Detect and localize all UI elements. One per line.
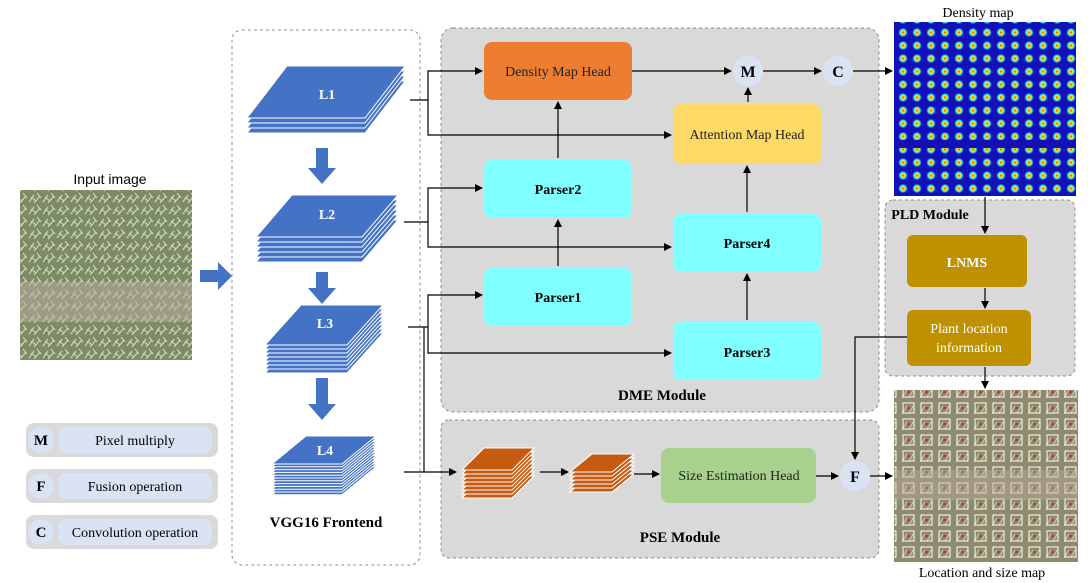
density-map-label: Density map <box>942 6 1013 21</box>
legend-symbol: F <box>36 479 45 495</box>
dme-module-title: DME Module <box>618 388 706 404</box>
fusion-op-label: F <box>850 469 860 486</box>
layer-l4 <box>270 435 378 496</box>
legend-symbol: C <box>36 525 47 541</box>
location-size-map-image <box>894 390 1078 562</box>
layer-l1 <box>245 65 407 134</box>
layer-l3-sheet <box>263 304 385 346</box>
legend-symbol-circle <box>28 427 54 453</box>
fusion-op-circle <box>840 461 870 491</box>
layer-l3-label: L3 <box>317 317 333 332</box>
parser4-label: Parser4 <box>724 237 771 252</box>
density-map-image <box>894 22 1076 196</box>
location-to-fusion-arrow <box>851 336 907 460</box>
input-arrow <box>200 262 232 290</box>
pse-feature-stack-small <box>568 453 636 493</box>
vgg16-frontend-title: VGG16 Frontend <box>270 515 383 531</box>
legend-text: Pixel multiply <box>95 434 175 449</box>
legend-text-box <box>58 519 212 545</box>
size-estimation-head-box <box>661 448 816 503</box>
pse-feature-stack-large <box>460 447 536 499</box>
lnms-box <box>907 235 1027 287</box>
l2-to-parser2-arrow <box>404 184 483 223</box>
plant-location-line1: Plant location <box>930 322 1007 337</box>
legend-text: Fusion operation <box>88 480 183 495</box>
conv-op-label: C <box>832 64 844 81</box>
density-map-gap <box>894 140 1076 148</box>
input-image <box>20 190 192 360</box>
legend-text-box <box>58 427 212 453</box>
down-arrow-l3-l4 <box>308 378 336 420</box>
plant-location-box <box>907 310 1031 366</box>
l1-to-density-head-arrow <box>410 67 483 101</box>
pse-stack-large-sheet <box>460 447 536 471</box>
parser1-box <box>484 268 632 326</box>
conv-op-circle <box>823 56 853 86</box>
multiply-op-circle <box>733 56 763 86</box>
density-map-head-box <box>484 42 632 100</box>
location-size-map-label: Location and size map <box>919 566 1045 581</box>
l2-to-parser4-arrow <box>427 222 672 251</box>
parser3-box <box>673 322 821 380</box>
parser2-label: Parser2 <box>535 183 582 198</box>
parser1-label: Parser1 <box>535 291 582 306</box>
layer-l1-sheet <box>245 65 407 119</box>
down-arrow-l1-l2 <box>308 148 336 184</box>
layer-l1-label: L1 <box>319 88 335 103</box>
pse-stack-small-sheet <box>568 453 636 473</box>
layer-l3 <box>263 304 385 374</box>
attention-map-head-label: Attention Map Head <box>689 128 804 143</box>
layer-l2 <box>254 194 400 263</box>
parser2-box <box>484 160 632 218</box>
input-image-soil-band <box>20 282 192 322</box>
legend-symbol-circle <box>28 519 54 545</box>
density-map-head-label: Density Map Head <box>505 65 611 80</box>
multiply-op-label: M <box>740 64 755 81</box>
location-size-map-soil-band <box>894 470 1078 500</box>
connectors <box>404 67 989 480</box>
layer-l2-sheet <box>254 194 400 238</box>
pse-module-title: PSE Module <box>640 530 721 546</box>
parser3-label: Parser3 <box>724 346 771 361</box>
parser4-box <box>673 214 821 272</box>
input-image-group: Input image <box>20 171 192 360</box>
l3-to-parser3-arrow <box>427 327 672 357</box>
legend-symbol: M <box>34 433 48 449</box>
lnms-label: LNMS <box>947 256 988 271</box>
legend-text: Convolution operation <box>72 526 198 541</box>
attention-map-head-box <box>673 104 821 164</box>
layer-l4-sheet <box>270 435 378 465</box>
layer-l2-label: L2 <box>319 208 335 223</box>
pld-module-title: PLD Module <box>891 208 968 223</box>
size-estimation-head-label: Size Estimation Head <box>678 469 799 484</box>
legend-text-box <box>58 473 212 499</box>
down-arrow-l2-l3 <box>308 272 336 304</box>
l1-to-attention-head-arrow <box>427 100 672 139</box>
plant-location-line2: information <box>936 341 1002 356</box>
l3-to-parser1-arrow <box>408 291 483 328</box>
legend-symbol-circle <box>28 473 54 499</box>
input-image-label: Input image <box>73 171 146 187</box>
layer-l4-label: L4 <box>317 444 333 459</box>
